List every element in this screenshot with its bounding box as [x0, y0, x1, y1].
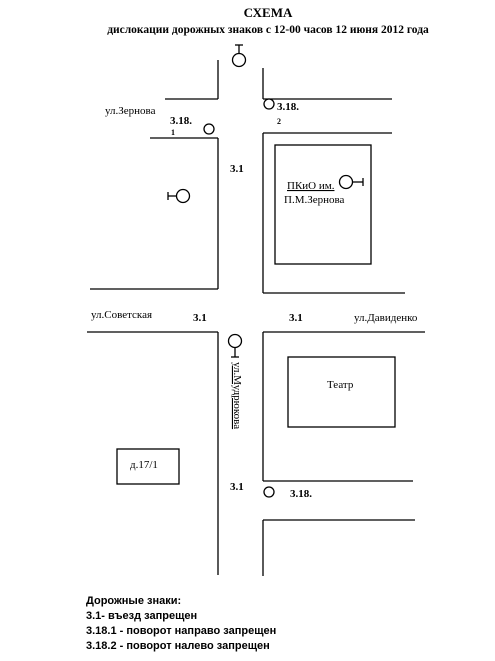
road-sign-icon: [203, 123, 215, 135]
scheme-title: СХЕМА: [244, 5, 293, 20]
legend-line: 3.1- въезд запрещен: [86, 610, 198, 622]
scheme-subtitle: дислокации дорожных знаков с 12-00 часов…: [107, 24, 429, 36]
road-sign-icon: [167, 188, 191, 204]
legend-header: Дорожные знаки:: [86, 595, 182, 607]
sign-label-31-mid-left: 3.1: [193, 312, 207, 324]
street-davidenko: ул.Давиденко: [354, 312, 418, 324]
sign-label-318-lower: 3.18.: [290, 488, 312, 500]
house-label: д.17/1: [130, 459, 158, 471]
road-sign-icon: [231, 44, 247, 68]
sign-label-318-top-left-sub: 1: [171, 128, 175, 137]
park-label-line2: П.М.Зернова: [284, 194, 345, 206]
legend-line: 3.18.2 - поворот налево запрещен: [86, 640, 270, 652]
park-label-line1: ПКиО им.: [287, 180, 335, 192]
sign-label-318-top-left: 3.18.: [170, 115, 192, 127]
road-sign-icons: [167, 44, 364, 498]
sign-label-31-lower: 3.1: [230, 481, 244, 493]
sign-label-31-mid-right: 3.1: [289, 312, 303, 324]
street-sovetskaya: ул.Советская: [91, 309, 152, 321]
theatre-label: Театр: [327, 379, 354, 391]
street-zernova: ул.Зернова: [105, 105, 156, 117]
sign-label-318-top-right-sub: 2: [277, 117, 281, 126]
road-edges: [87, 60, 425, 576]
theatre-building: [287, 356, 396, 428]
sign-label-318-top-right: 3.18.: [277, 101, 299, 113]
park-building: [274, 144, 372, 265]
road-sign-icon: [338, 174, 364, 190]
legend: Дорожные знаки: 3.1- въезд запрещен 3.18…: [86, 594, 276, 654]
road-sign-icon: [263, 486, 275, 498]
road-sign-icon: [227, 333, 243, 358]
street-mudryukova: ул.Мудрюкова: [231, 362, 243, 429]
legend-line: 3.18.1 - поворот направо запрещен: [86, 625, 277, 637]
sign-label-31-upper: 3.1: [230, 163, 244, 175]
road-sign-icon: [263, 98, 275, 110]
house-building: [116, 448, 180, 485]
